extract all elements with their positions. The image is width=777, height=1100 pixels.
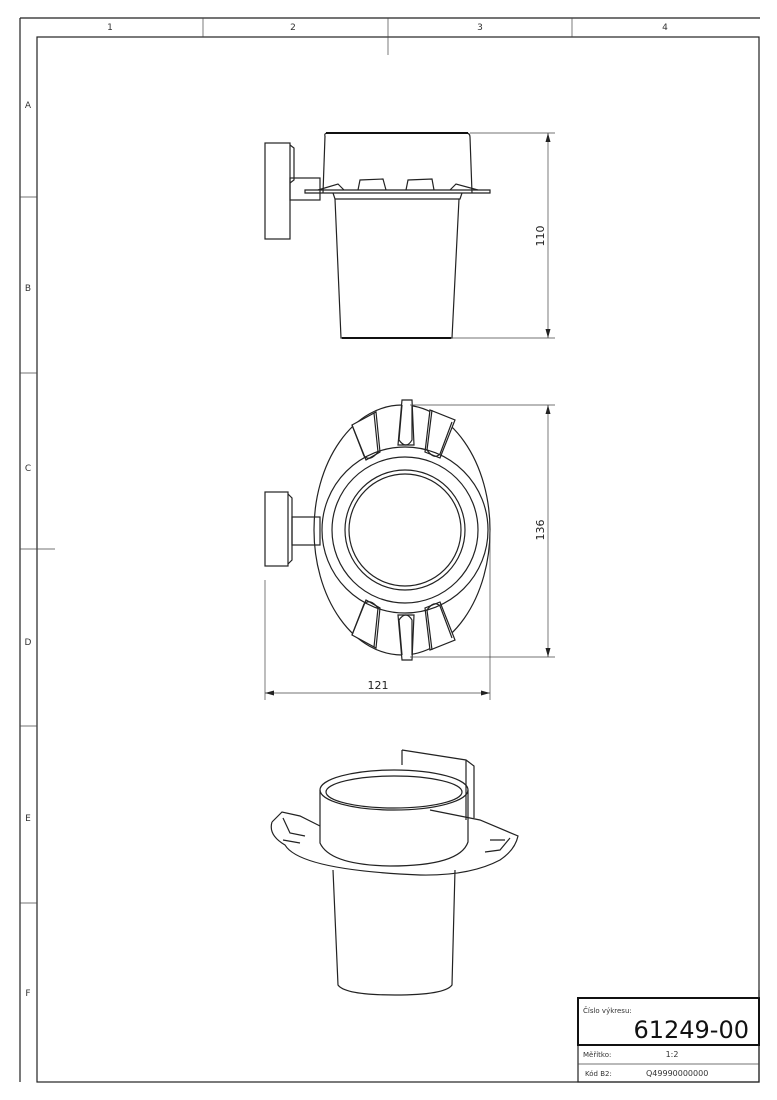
isometric-view: [270, 749, 519, 996]
code-label: Kód B2:: [585, 1070, 612, 1078]
scale-label: Měřítko:: [583, 1051, 611, 1059]
dimension-width-label: 121: [368, 679, 389, 692]
column-label: 1: [107, 23, 113, 33]
dimension-depth-label: 136: [534, 520, 547, 541]
drawing-frame: [19, 17, 760, 1083]
row-label: E: [25, 814, 31, 824]
top-view: [264, 399, 491, 661]
scale-value: 1:2: [666, 1050, 679, 1059]
row-label: C: [25, 464, 31, 474]
depth-dimension: 136: [410, 404, 555, 658]
drawing-number-label: Číslo výkresu:: [583, 1006, 632, 1015]
width-dimension: 121: [264, 530, 491, 700]
row-label: F: [25, 989, 30, 999]
drawing-number: 61249-00: [633, 1016, 749, 1044]
row-label: D: [25, 638, 32, 648]
column-label: 4: [662, 23, 668, 33]
column-label: 2: [290, 23, 296, 33]
height-dimension: 110: [452, 132, 555, 339]
row-label: A: [25, 101, 32, 111]
side-view: [264, 132, 491, 339]
brush-slots: [351, 399, 456, 661]
row-label: B: [25, 284, 31, 294]
dimension-height-label: 110: [534, 226, 547, 247]
code-value: Q49990000000: [646, 1069, 708, 1078]
column-labels: 1 2 3 4: [107, 23, 668, 33]
title-block: Číslo výkresu: 61249-00 Měřítko: 1:2 Kód…: [577, 990, 760, 1083]
column-label: 3: [477, 23, 483, 33]
row-labels: A B C D E F: [25, 101, 32, 999]
